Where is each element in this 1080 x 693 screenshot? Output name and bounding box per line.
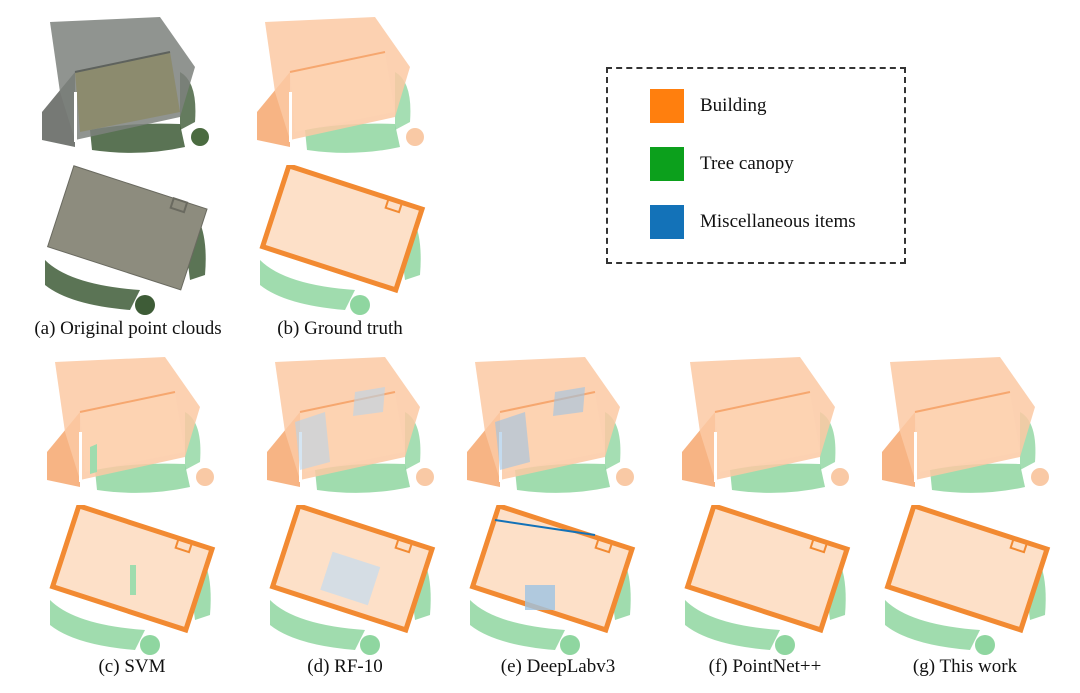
panel-g-oblique-view xyxy=(870,352,1070,502)
caption-e: (e) DeepLabv3 xyxy=(500,656,616,677)
panel-d-oblique-view xyxy=(255,352,455,502)
caption-f: (f) PointNet++ xyxy=(708,656,822,677)
panel-f-top-view xyxy=(670,505,870,655)
tree-canopy-points xyxy=(470,600,565,650)
tree-canopy-points xyxy=(270,600,365,650)
building-footprint xyxy=(259,165,426,294)
panel-g-top-view xyxy=(870,505,1070,655)
panel-b-oblique-view xyxy=(245,12,445,162)
caption-a: (a) Original point clouds xyxy=(34,318,222,339)
caption-b: (b) Ground truth xyxy=(277,318,403,339)
building-footprint xyxy=(46,165,208,291)
legend-item-misc: Miscellaneous items xyxy=(650,205,856,239)
tree-canopy-swatch xyxy=(650,147,684,181)
tree-canopy-points xyxy=(260,260,355,310)
panel-c-oblique-view xyxy=(35,352,235,502)
panel-b-top-view xyxy=(245,165,445,315)
building-footprint xyxy=(884,505,1051,634)
building-footprint xyxy=(684,505,851,634)
misc-items-swatch xyxy=(650,205,684,239)
panel-c-top-view xyxy=(35,505,235,655)
building-footprint xyxy=(469,505,636,634)
tree-canopy-points xyxy=(45,260,140,310)
building-swatch xyxy=(650,89,684,123)
legend-item-building: Building xyxy=(650,89,767,123)
caption-g: (g) This work xyxy=(912,656,1018,677)
legend: Building Tree canopy Miscellaneous items xyxy=(606,67,906,264)
panel-e-top-view xyxy=(455,505,655,655)
caption-d: (d) RF-10 xyxy=(307,656,383,677)
tree-canopy-points xyxy=(50,600,145,650)
panel-a-oblique-view xyxy=(30,12,230,162)
legend-item-tree-canopy: Tree canopy xyxy=(650,147,794,181)
tree-canopy-points xyxy=(685,600,780,650)
panel-e-oblique-view xyxy=(455,352,655,502)
tree-canopy-points xyxy=(885,600,980,650)
panel-f-oblique-view xyxy=(670,352,870,502)
caption-c: (c) SVM xyxy=(98,656,166,677)
panel-a-top-view xyxy=(30,165,230,315)
panel-d-top-view xyxy=(255,505,455,655)
